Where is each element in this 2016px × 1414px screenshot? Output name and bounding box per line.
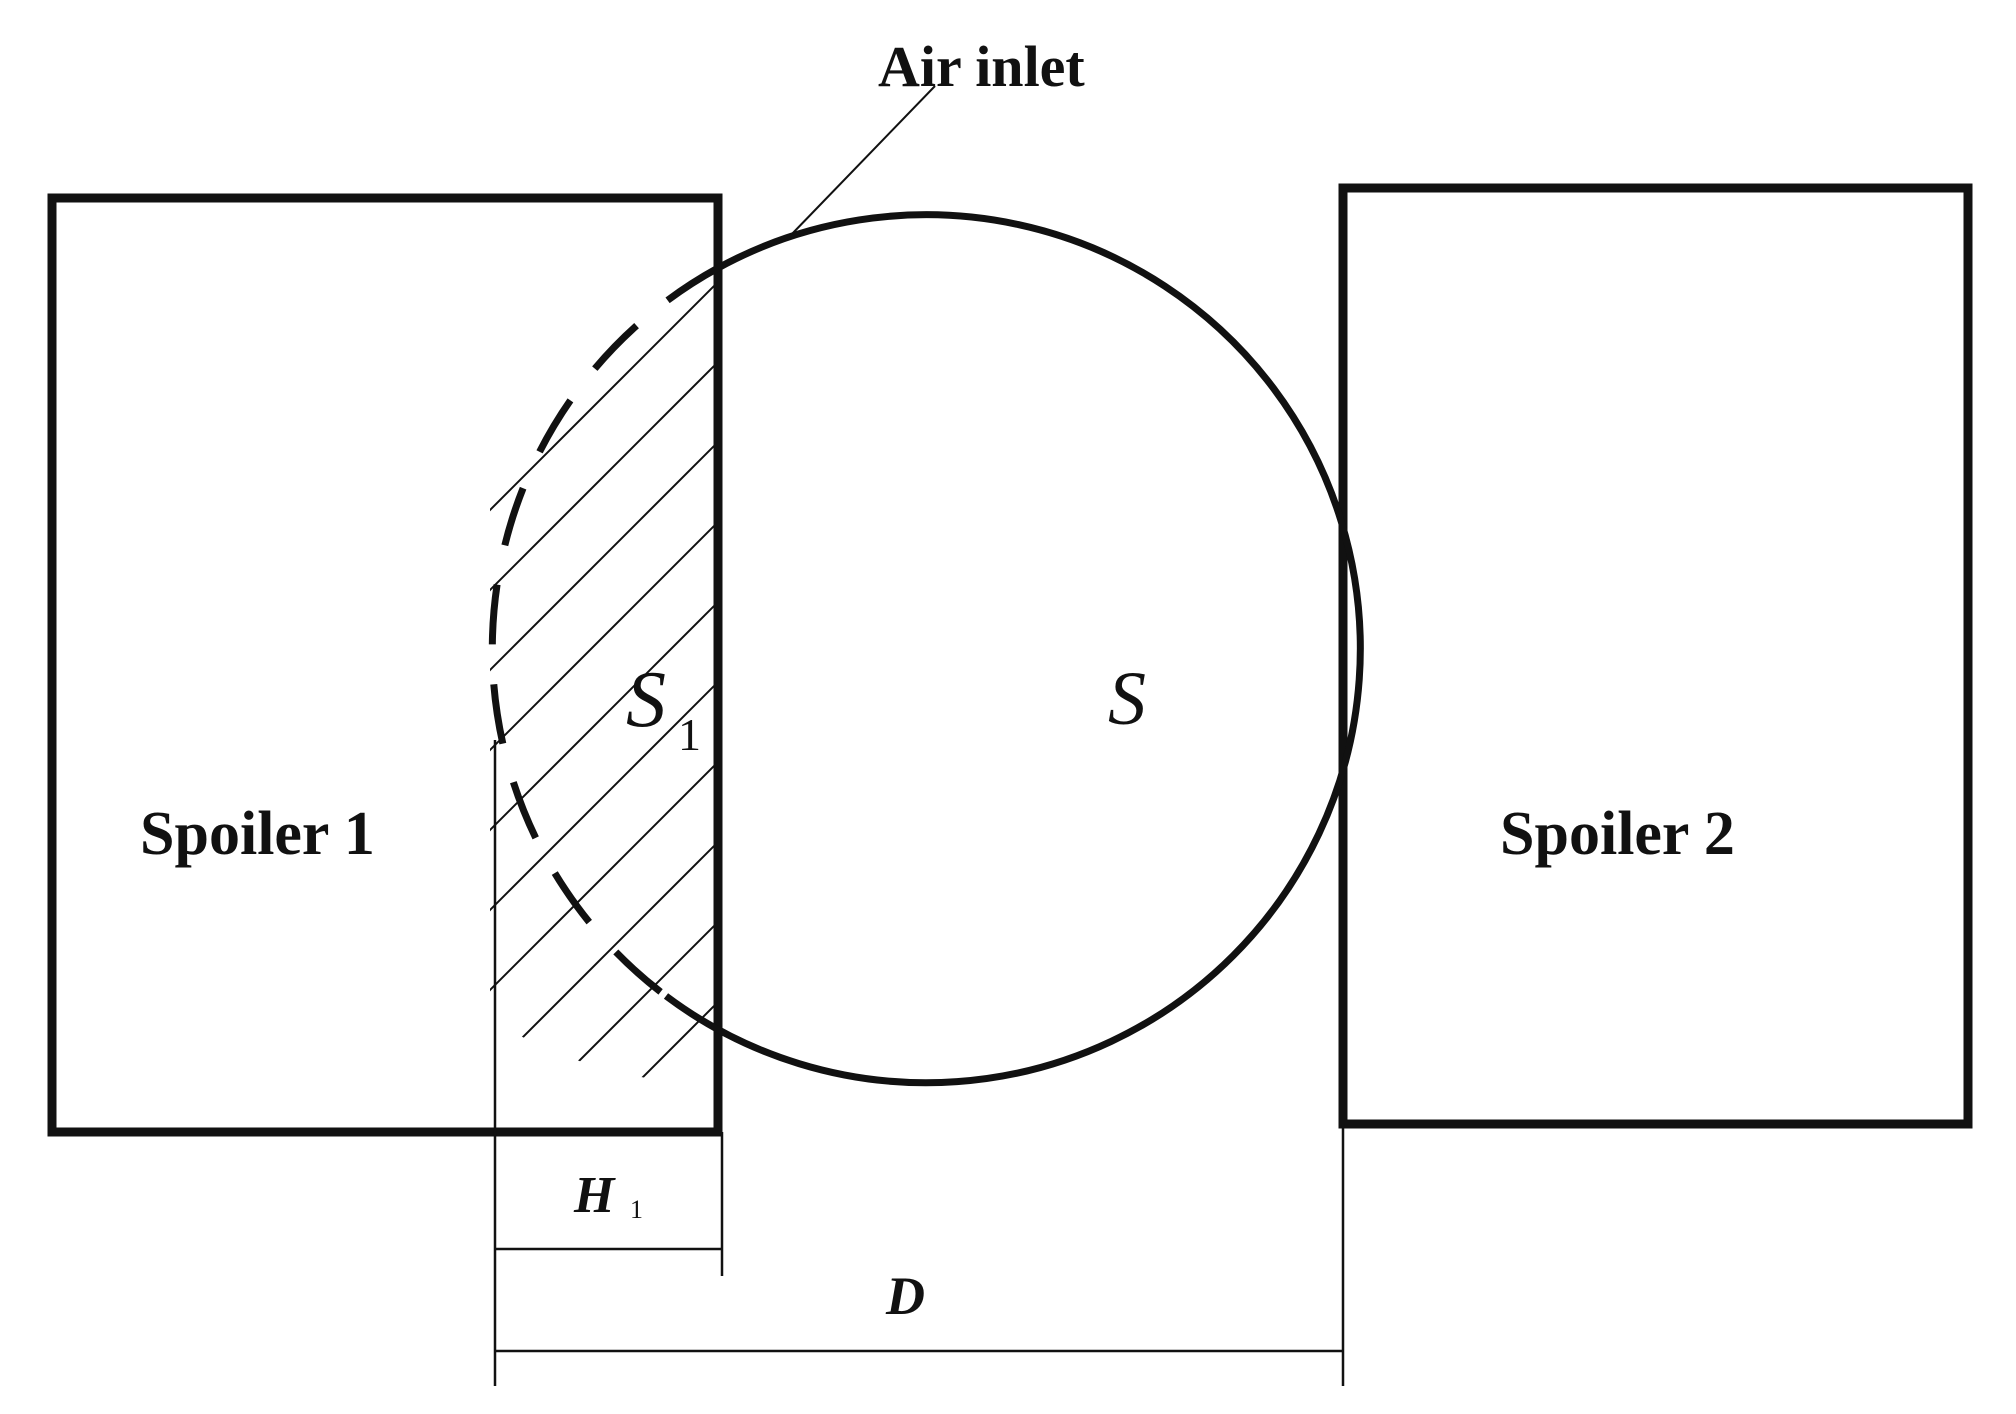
d-dimension bbox=[495, 1124, 1345, 1386]
area-s-label: S bbox=[1108, 657, 1146, 741]
spoiler-2-label: Spoiler 2 bbox=[1500, 800, 1735, 868]
h1-dimension bbox=[493, 740, 724, 1386]
area-s1-subscript: 1 bbox=[678, 709, 701, 760]
spoiler-1-label: Spoiler 1 bbox=[140, 800, 375, 868]
h1-label: H bbox=[573, 1167, 616, 1224]
s1-hatching bbox=[490, 239, 718, 1084]
covered-arc-dashed bbox=[488, 264, 720, 999]
d-label: D bbox=[885, 1266, 925, 1326]
spoiler-1-box bbox=[47, 193, 723, 1137]
spoiler-2-box bbox=[1338, 183, 1973, 1129]
air-inlet-label: Air inlet bbox=[878, 34, 1085, 99]
air-inlet-circle bbox=[663, 211, 1364, 1087]
area-s1-label: S bbox=[626, 656, 666, 744]
h1-subscript: 1 bbox=[630, 1195, 643, 1224]
air-inlet-leader bbox=[789, 85, 936, 237]
